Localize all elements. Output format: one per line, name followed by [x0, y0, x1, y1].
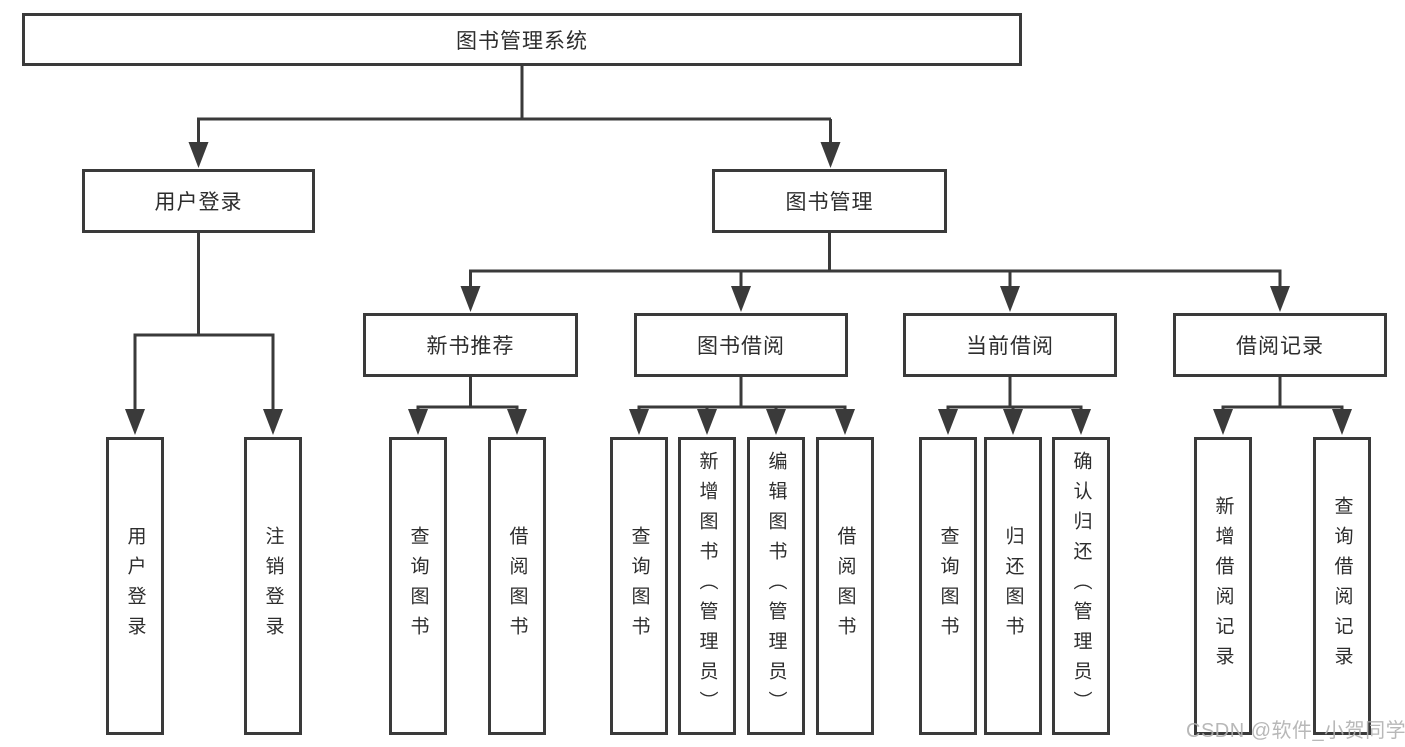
arrowhead: [1000, 286, 1020, 312]
leaf-query-book-recommend: 查询图书: [389, 437, 447, 735]
node-borrow-records: 借阅记录: [1173, 313, 1387, 377]
leaf-query-book-borrow: 查询图书: [610, 437, 668, 735]
leaf-label: 注销登录: [262, 526, 284, 646]
leaf-label: 查询图书: [628, 526, 650, 646]
leaf-query-borrow-record: 查询借阅记录: [1313, 437, 1371, 735]
arrowhead: [835, 409, 855, 435]
connector-book-management-group: [469, 233, 1282, 289]
leaf-edit-book-admin: 编辑图书（管理员）: [747, 437, 805, 735]
arrowhead: [125, 409, 145, 435]
arrowhead: [1213, 409, 1233, 435]
leaf-return-book: 归还图书: [984, 437, 1042, 735]
leaf-label: 查询图书: [937, 526, 959, 646]
connector-user-login-group: [133, 233, 275, 412]
leaf-add-borrow-record: 新增借阅记录: [1194, 437, 1252, 735]
arrowhead: [1270, 286, 1290, 312]
leaf-borrow-book: 借阅图书: [816, 437, 874, 735]
leaf-label: 归还图书: [1002, 526, 1024, 646]
leaf-add-book-admin: 新增图书（管理员）: [678, 437, 736, 735]
leaf-label: 借阅图书: [834, 526, 856, 646]
leaf-label: 新增借阅记录: [1212, 496, 1234, 676]
arrowhead: [731, 286, 751, 312]
node-book-management: 图书管理: [712, 169, 947, 233]
leaf-borrow-book-recommend: 借阅图书: [488, 437, 546, 735]
leaf-label: 借阅图书: [506, 526, 528, 646]
arrowhead: [408, 409, 428, 435]
leaf-query-book-current: 查询图书: [919, 437, 977, 735]
connector-book-borrow-group: [637, 377, 847, 412]
node-root: 图书管理系统: [22, 13, 1022, 66]
leaf-label: 查询图书: [407, 526, 429, 646]
arrowhead: [1003, 409, 1023, 435]
leaf-label: 新增图书（管理员）: [696, 451, 718, 721]
node-user-login: 用户登录: [82, 169, 315, 233]
leaf-label: 确认归还（管理员）: [1070, 451, 1092, 721]
arrowhead: [938, 409, 958, 435]
node-current-borrow: 当前借阅: [903, 313, 1117, 377]
arrowhead: [820, 142, 841, 168]
watermark: CSDN @软件_小贺同学: [1186, 720, 1405, 742]
arrowhead: [629, 409, 649, 435]
connector-root: [197, 66, 832, 146]
node-book-borrow: 图书借阅: [634, 313, 848, 377]
leaf-label: 编辑图书（管理员）: [765, 451, 787, 721]
node-new-book-recommend: 新书推荐: [363, 313, 578, 377]
arrowhead: [507, 409, 527, 435]
leaf-confirm-return-admin: 确认归还（管理员）: [1052, 437, 1110, 735]
leaf-label: 用户登录: [124, 526, 146, 646]
arrowhead: [697, 409, 717, 435]
arrowhead: [766, 409, 786, 435]
leaf-logout: 注销登录: [244, 437, 302, 735]
arrowhead: [263, 409, 283, 435]
arrowhead: [460, 286, 481, 312]
leaf-user-login: 用户登录: [106, 437, 164, 735]
arrowhead: [1071, 409, 1091, 435]
connector-new-book-recommend-group: [416, 377, 519, 412]
connector-borrow-records-group: [1221, 377, 1344, 412]
leaf-label: 查询借阅记录: [1331, 496, 1353, 676]
connector-current-borrow-group: [946, 377, 1083, 412]
arrowhead: [188, 142, 209, 168]
arrowhead: [1332, 409, 1352, 435]
